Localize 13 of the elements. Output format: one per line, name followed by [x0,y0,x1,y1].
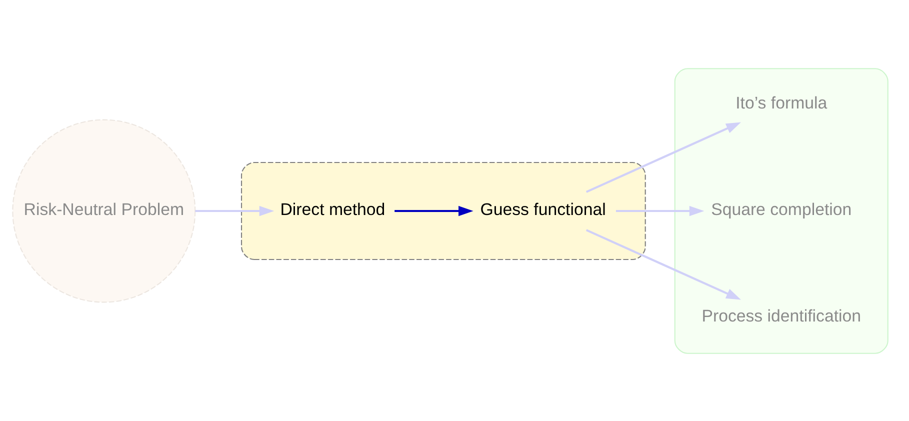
cluster [674,68,888,354]
node-text: Direct method [280,200,386,219]
node-text: Ito’s formula [736,93,828,112]
arrow [394,205,474,216]
node-text: Guess functional [480,200,606,219]
arrow [616,205,704,216]
arrow [586,228,741,300]
arrow [586,122,741,192]
node-text: Square completion [711,200,852,219]
node-circle: Risk-Neutral Problem [12,118,196,302]
arrow [195,205,274,216]
node-text: Process identification [702,306,862,326]
cluster [240,161,646,260]
